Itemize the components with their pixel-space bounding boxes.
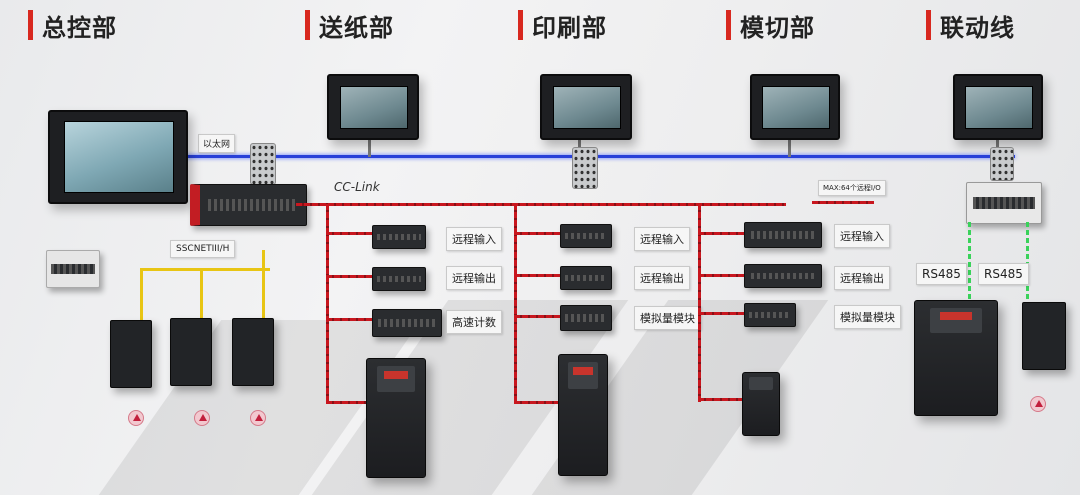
heading-printing: 印刷部 <box>518 8 607 42</box>
inverter-display <box>573 367 593 376</box>
printing-hmi-screen <box>540 74 632 140</box>
ethernet-drop <box>788 137 791 157</box>
feeder-branch-tap <box>326 318 372 321</box>
cclink-line <box>812 201 874 204</box>
inverter-display <box>384 370 408 380</box>
heading-diecut: 模切部 <box>726 8 815 42</box>
hmi-display <box>63 121 175 194</box>
ethernet-switch <box>250 143 276 185</box>
ethernet-switch <box>572 147 598 189</box>
printing-remote-input-module <box>560 224 612 248</box>
rs485-line-right <box>1026 222 1029 300</box>
inverter-display <box>939 312 973 321</box>
ethernet-label: 以太网 <box>198 134 236 153</box>
feeder-tag-counter: 高速计数 <box>446 310 502 334</box>
diecut-remote-input-module <box>744 222 822 248</box>
heading-bar <box>726 10 731 40</box>
printing-tag-analog: 模拟量模块 <box>634 306 701 330</box>
sscnet-line <box>140 268 270 271</box>
linkage-inverter <box>914 300 998 416</box>
sscnet-drop <box>262 250 265 322</box>
diecut-tag-remote-output: 远程输出 <box>834 266 890 290</box>
hmi-display <box>339 85 409 129</box>
diecut-branch-tap <box>698 398 742 401</box>
printing-branch-tap <box>514 232 560 235</box>
printing-branch-tap <box>514 274 560 277</box>
heading-bar <box>518 10 523 40</box>
sscnet-drop <box>200 268 203 322</box>
warning-icon <box>128 410 144 426</box>
warning-icon <box>194 410 210 426</box>
feeder-tag-remote-input: 远程输入 <box>446 227 502 251</box>
diecut-analog-module <box>744 303 796 327</box>
ethernet-drop <box>368 137 371 157</box>
feeder-branch-tap <box>326 232 372 235</box>
hmi-display <box>762 85 830 129</box>
linkage-servo-amp <box>1022 302 1066 370</box>
diecut-remote-output-module <box>744 264 822 288</box>
printing-tag-remote-output: 远程输出 <box>634 266 690 290</box>
inverter-panel <box>929 307 983 333</box>
servo-amp-1 <box>110 320 152 388</box>
cclink-label: CC-Link <box>334 180 380 194</box>
warning-icon <box>250 410 266 426</box>
feeder-inverter <box>366 358 426 478</box>
diecut-branch-line <box>698 204 701 402</box>
heading-text: 印刷部 <box>532 13 607 42</box>
printing-branch-line <box>514 204 517 404</box>
diecut-tag-analog: 模拟量模块 <box>834 305 901 329</box>
master-io-unit <box>46 250 100 288</box>
master-hmi-screen <box>48 110 188 204</box>
warning-icon <box>1030 396 1046 412</box>
printing-inverter <box>558 354 608 476</box>
heading-text: 联动线 <box>940 13 1015 42</box>
heading-linkage: 联动线 <box>926 8 1015 42</box>
diecut-inverter <box>742 372 780 436</box>
hmi-display <box>965 85 1033 129</box>
rs485-label-right: RS485 <box>978 263 1029 285</box>
sscnet-drop <box>140 268 143 322</box>
linkage-hmi-screen <box>953 74 1043 140</box>
feeder-hmi-screen <box>327 74 419 140</box>
feeder-branch-line <box>326 204 329 404</box>
heading-feeder: 送纸部 <box>305 8 394 42</box>
inverter-panel <box>377 366 415 393</box>
printing-analog-module <box>560 305 612 331</box>
heading-bar <box>28 10 33 40</box>
feeder-tag-remote-output: 远程输出 <box>446 266 502 290</box>
servo-amp-3 <box>232 318 274 386</box>
ethernet-switch <box>990 147 1014 181</box>
linkage-plc <box>966 182 1042 224</box>
feeder-branch-tap <box>326 275 372 278</box>
printing-tag-remote-input: 远程输入 <box>634 227 690 251</box>
heading-bar <box>305 10 310 40</box>
heading-text: 总控部 <box>42 13 117 42</box>
hmi-display <box>552 85 622 129</box>
feeder-branch-tap <box>326 401 366 404</box>
heading-text: 送纸部 <box>319 13 394 42</box>
inverter-panel <box>749 376 773 391</box>
heading-text: 模切部 <box>740 13 815 42</box>
feeder-counter-module <box>372 309 442 337</box>
diecut-branch-tap <box>698 232 744 235</box>
max-io-label: MAX:64个远程I/O <box>818 180 886 196</box>
printing-branch-tap <box>514 401 558 404</box>
master-plc <box>190 184 307 226</box>
feeder-remote-output-module <box>372 267 426 291</box>
diecut-tag-remote-input: 远程输入 <box>834 224 890 248</box>
diecut-branch-tap <box>698 312 744 315</box>
printing-remote-output-module <box>560 266 612 290</box>
ethernet-line <box>185 155 1015 158</box>
rs485-line-left <box>968 222 971 300</box>
printing-branch-tap <box>514 315 560 318</box>
heading-bar <box>926 10 931 40</box>
rs485-label-left: RS485 <box>916 263 967 285</box>
diecut-hmi-screen <box>750 74 840 140</box>
heading-master: 总控部 <box>28 8 117 42</box>
diecut-branch-tap <box>698 274 744 277</box>
sscnet-label: SSCNETIII/H <box>170 240 236 258</box>
servo-amp-2 <box>170 318 212 386</box>
feeder-remote-input-module <box>372 225 426 249</box>
cclink-line <box>296 203 786 206</box>
